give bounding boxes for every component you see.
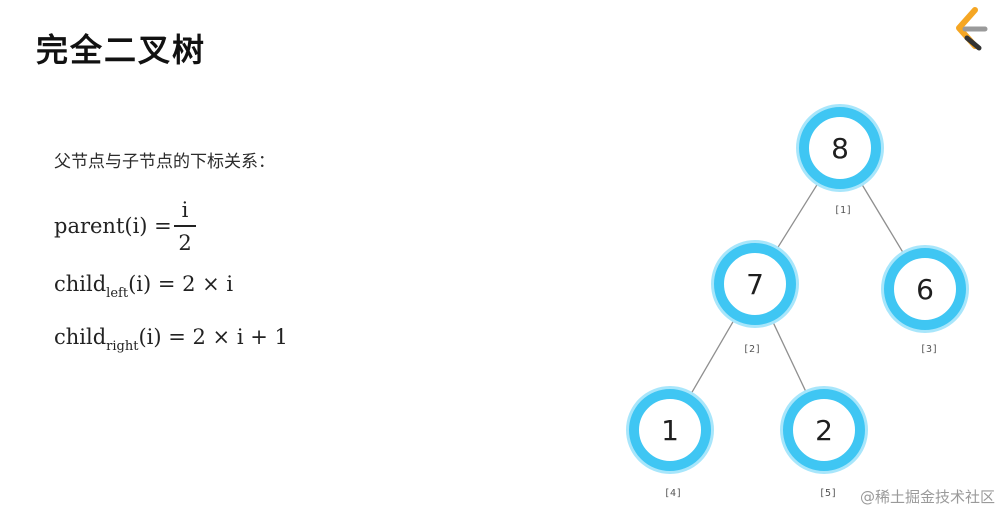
leetcode-logo-icon xyxy=(956,7,988,51)
node-circle xyxy=(714,243,796,325)
child-left-subscript: left xyxy=(106,286,129,301)
tree-edge xyxy=(771,319,808,395)
tree-node: 8 [1] xyxy=(796,104,884,216)
parent-formula-lhs: parent(i) = xyxy=(54,214,172,238)
tree-node: 1 [4] xyxy=(626,386,714,499)
node-value: 6 xyxy=(916,273,934,306)
node-value: 1 xyxy=(661,414,679,447)
tree-node: 6 [3] xyxy=(881,245,969,355)
child-right-rhs: (i) = 2 × i + 1 xyxy=(138,325,288,349)
node-index: [2] xyxy=(743,344,761,355)
tree-edge xyxy=(860,181,905,256)
child-right-formula: childright(i) = 2 × i + 1 xyxy=(54,323,288,354)
node-circle xyxy=(783,389,865,471)
node-glow xyxy=(780,386,868,474)
parent-fraction-denominator: 2 xyxy=(178,230,192,255)
child-left-rhs: (i) = 2 × i xyxy=(128,272,234,296)
node-index: [5] xyxy=(819,488,837,499)
node-value: 8 xyxy=(831,132,849,165)
node-circle xyxy=(629,389,711,471)
node-circle xyxy=(799,107,881,189)
node-glow xyxy=(881,245,969,333)
tree-node: 7 [2] xyxy=(711,240,799,355)
node-glow xyxy=(796,104,884,192)
page-title: 完全二叉树 xyxy=(36,31,207,69)
child-right-name: child xyxy=(54,325,107,349)
tree-edge xyxy=(775,181,820,251)
node-circle xyxy=(884,248,966,330)
watermark: @稀土掘金技术社区 xyxy=(859,488,995,506)
node-value: 7 xyxy=(746,268,764,301)
tree-edge xyxy=(689,318,736,396)
node-index: [4] xyxy=(664,488,682,499)
relation-subtitle: 父节点与子节点的下标关系： xyxy=(54,152,275,172)
node-glow xyxy=(626,386,714,474)
fraction-bar xyxy=(174,225,196,227)
child-right-subscript: right xyxy=(106,339,139,354)
node-value: 2 xyxy=(815,414,833,447)
node-glow xyxy=(711,240,799,328)
parent-fraction-numerator: i xyxy=(181,198,189,222)
node-index: [1] xyxy=(834,205,852,216)
child-left-name: child xyxy=(54,272,107,296)
tree-node: 2 [5] xyxy=(780,386,868,499)
node-index: [3] xyxy=(920,344,938,355)
parent-fraction: i 2 xyxy=(174,196,196,257)
child-left-formula: childleft(i) = 2 × i xyxy=(54,270,234,301)
